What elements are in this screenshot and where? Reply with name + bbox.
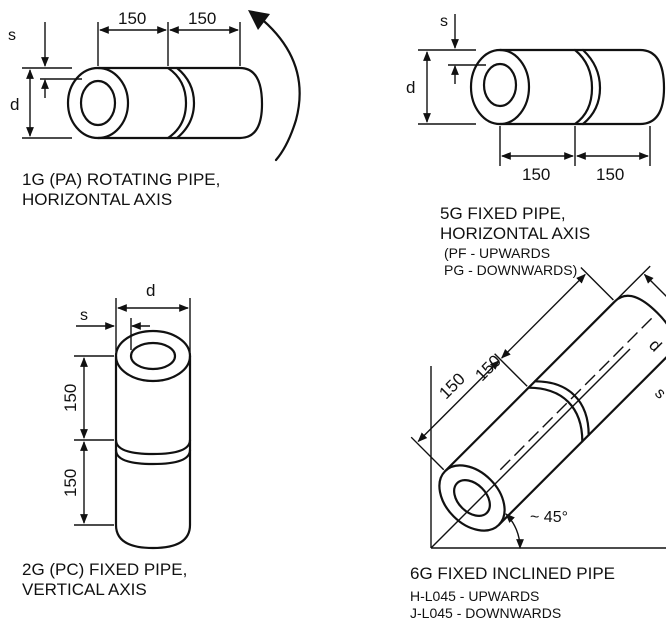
g2-dim-s: s	[80, 307, 88, 324]
pipe-1g-weld	[166, 66, 188, 140]
pipe-5g	[418, 14, 666, 166]
rotation-arrow	[256, 14, 301, 162]
pipe-5g-weld	[573, 48, 594, 126]
pipe-5g-end-inner	[482, 62, 518, 108]
g2-dim-bottom: 150	[61, 469, 80, 497]
pipe-5g-end-outer	[469, 48, 531, 126]
pipe-1g-end-inner	[79, 79, 117, 127]
g2-caption: 2G (PC) FIXED PIPE, VERTICAL AXIS	[22, 560, 188, 600]
g2-dim-d: d	[146, 281, 155, 300]
pipe-2g-weld	[114, 438, 192, 456]
g1-caption: 1G (PA) ROTATING PIPE, HORIZONTAL AXIS	[22, 170, 221, 210]
g1-dim-right: 150	[188, 9, 216, 28]
pipe-2g-end-inner	[129, 341, 177, 371]
pipe-2g	[74, 298, 192, 550]
g1-dim-left: 150	[118, 9, 146, 28]
g6-angle-label: ~ 45°	[530, 509, 568, 526]
g6-dim-s: s	[651, 385, 666, 403]
g6-dim-d: d	[645, 335, 665, 355]
pipe-2g-end-outer	[114, 329, 192, 383]
pipe-5g-body	[498, 48, 666, 126]
g5-caption: 5G FIXED PIPE, HORIZONTAL AXIS (PF - UPW…	[440, 204, 591, 278]
pipe-6g	[410, 265, 666, 549]
g2-dim-top: 150	[61, 384, 80, 412]
pipe-1g-end-outer	[66, 66, 130, 140]
g6-caption: 6G FIXED INCLINED PIPE H-L045 - UPWARDS …	[410, 564, 615, 622]
g6-dim-left: 150	[435, 369, 468, 402]
pipe-1g-body	[96, 66, 264, 140]
g1-dim-s: s	[8, 27, 16, 44]
g5-dim-left: 150	[522, 165, 550, 184]
g1-dim-d: d	[10, 95, 19, 114]
g5-dim-s: s	[440, 13, 448, 30]
pipe-2g-body	[114, 354, 192, 550]
g6-dim-right: 150	[471, 351, 504, 384]
g5-dim-d: d	[406, 78, 415, 97]
pipe-1g	[22, 10, 301, 162]
g5-dim-right: 150	[596, 165, 624, 184]
